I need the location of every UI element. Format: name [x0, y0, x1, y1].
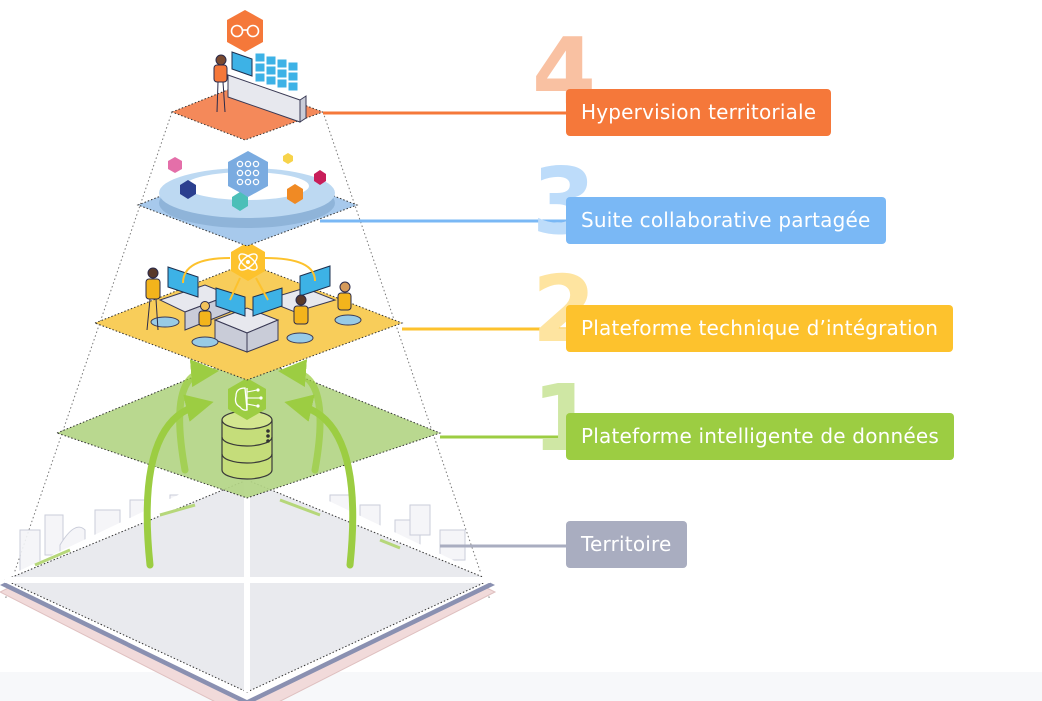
ai-brain-icon [228, 378, 266, 420]
integration-orbit-icon [231, 242, 265, 281]
territory-layer [0, 462, 497, 701]
label-hypervision-territoriale: Hypervision territoriale [566, 89, 832, 136]
app-icon-yellow [283, 153, 293, 164]
label-plateforme-technique: Plateforme technique d’intégration [566, 305, 954, 352]
app-icon-navy [180, 180, 196, 199]
apps-grid-icon [228, 151, 268, 197]
database-icon [221, 410, 273, 480]
integration-layer [93, 242, 404, 381]
label-plateforme-intelligente: Plateforme intelligente de données [566, 413, 955, 460]
connector-lines [320, 111, 572, 548]
data-flow-arrows [143, 359, 357, 569]
app-icon-pink [168, 157, 182, 173]
operator-figure [213, 54, 228, 113]
glasses-icon [227, 10, 263, 52]
app-icons-ring [168, 153, 326, 211]
label-territoire: Territoire [566, 521, 687, 568]
hypervision-layer [170, 10, 325, 141]
label-suite-collaborative: Suite collaborative partagée [566, 197, 886, 244]
app-icon-orange [287, 184, 303, 204]
app-icon-teal [232, 192, 248, 211]
app-icon-magenta [314, 170, 326, 185]
collaborative-layer [136, 151, 359, 247]
people-figures [145, 267, 352, 331]
